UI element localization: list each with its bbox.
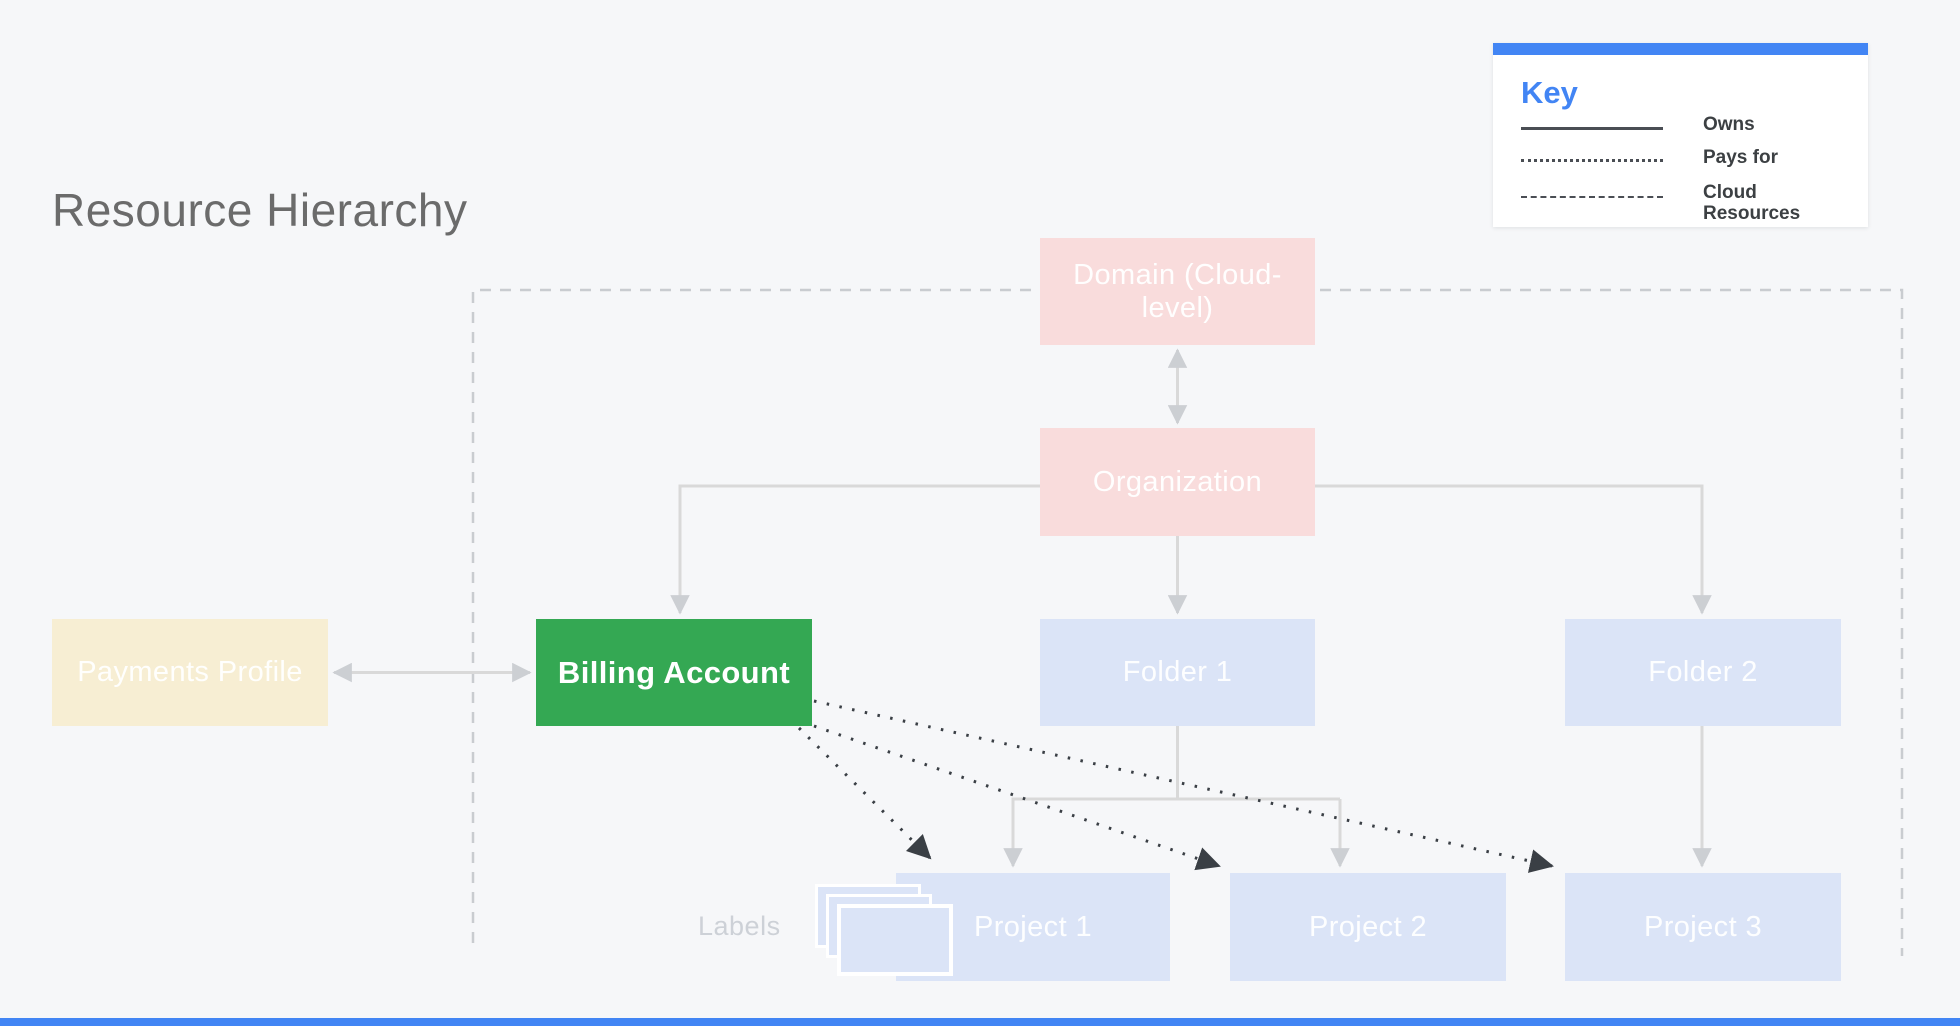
node-project-2-label: Project 2: [1308, 910, 1428, 943]
legend-dashed-line-sample: [1521, 196, 1663, 198]
legend-item-pays-for: Pays for: [1703, 147, 1778, 168]
legend-title: Key: [1521, 75, 1578, 110]
legend: Key Owns Pays for Cloud Resources: [1493, 43, 1868, 227]
legend-item-owns: Owns: [1703, 114, 1755, 135]
node-folder-1: Folder 1: [1040, 619, 1315, 726]
node-project-1-label: Project 1: [973, 910, 1093, 943]
labels-stack-icon: [815, 884, 967, 978]
node-billing-account-label: Billing Account: [557, 654, 791, 690]
legend-dotted-line-sample: [1521, 159, 1663, 162]
pays-for-arrow-billing-project1: [797, 726, 932, 860]
owns-arrow-organization-folder2: [1315, 484, 1712, 615]
node-project-3-label: Project 3: [1643, 910, 1763, 943]
owns-arrow-folder1-project1: [1003, 797, 1340, 868]
node-folder-2-label: Folder 2: [1648, 656, 1758, 688]
bottom-accent-bar: [0, 1018, 1960, 1026]
node-folder-2: Folder 2: [1565, 619, 1841, 726]
legend-solid-line-sample: [1521, 127, 1663, 130]
node-organization: Organization: [1040, 428, 1315, 536]
node-billing-account: Billing Account: [536, 619, 812, 726]
owns-arrow-organization-billing: [670, 484, 1040, 615]
node-project-3: Project 3: [1565, 873, 1841, 981]
node-folder-1-label: Folder 1: [1122, 656, 1233, 688]
page-title: Resource Hierarchy: [52, 184, 468, 236]
label-card-front-icon: [837, 904, 953, 976]
legend-item-cloud-resources: Cloud Resources: [1703, 182, 1801, 224]
pays-for-arrow-billing-project2: [813, 724, 1221, 871]
node-organization-label: Organization: [1092, 465, 1263, 498]
node-domain: Domain (Cloud-level): [1040, 238, 1315, 345]
legend-accent-bar: [1493, 43, 1868, 55]
node-project-2: Project 2: [1230, 873, 1506, 981]
node-payments-profile-label: Payments Profile: [77, 656, 303, 688]
node-payments-profile: Payments Profile: [52, 619, 328, 726]
pays-for-arrow-billing-project3: [813, 699, 1554, 873]
labels-caption: Labels: [698, 911, 781, 941]
node-domain-label: Domain (Cloud-level): [1073, 258, 1282, 324]
